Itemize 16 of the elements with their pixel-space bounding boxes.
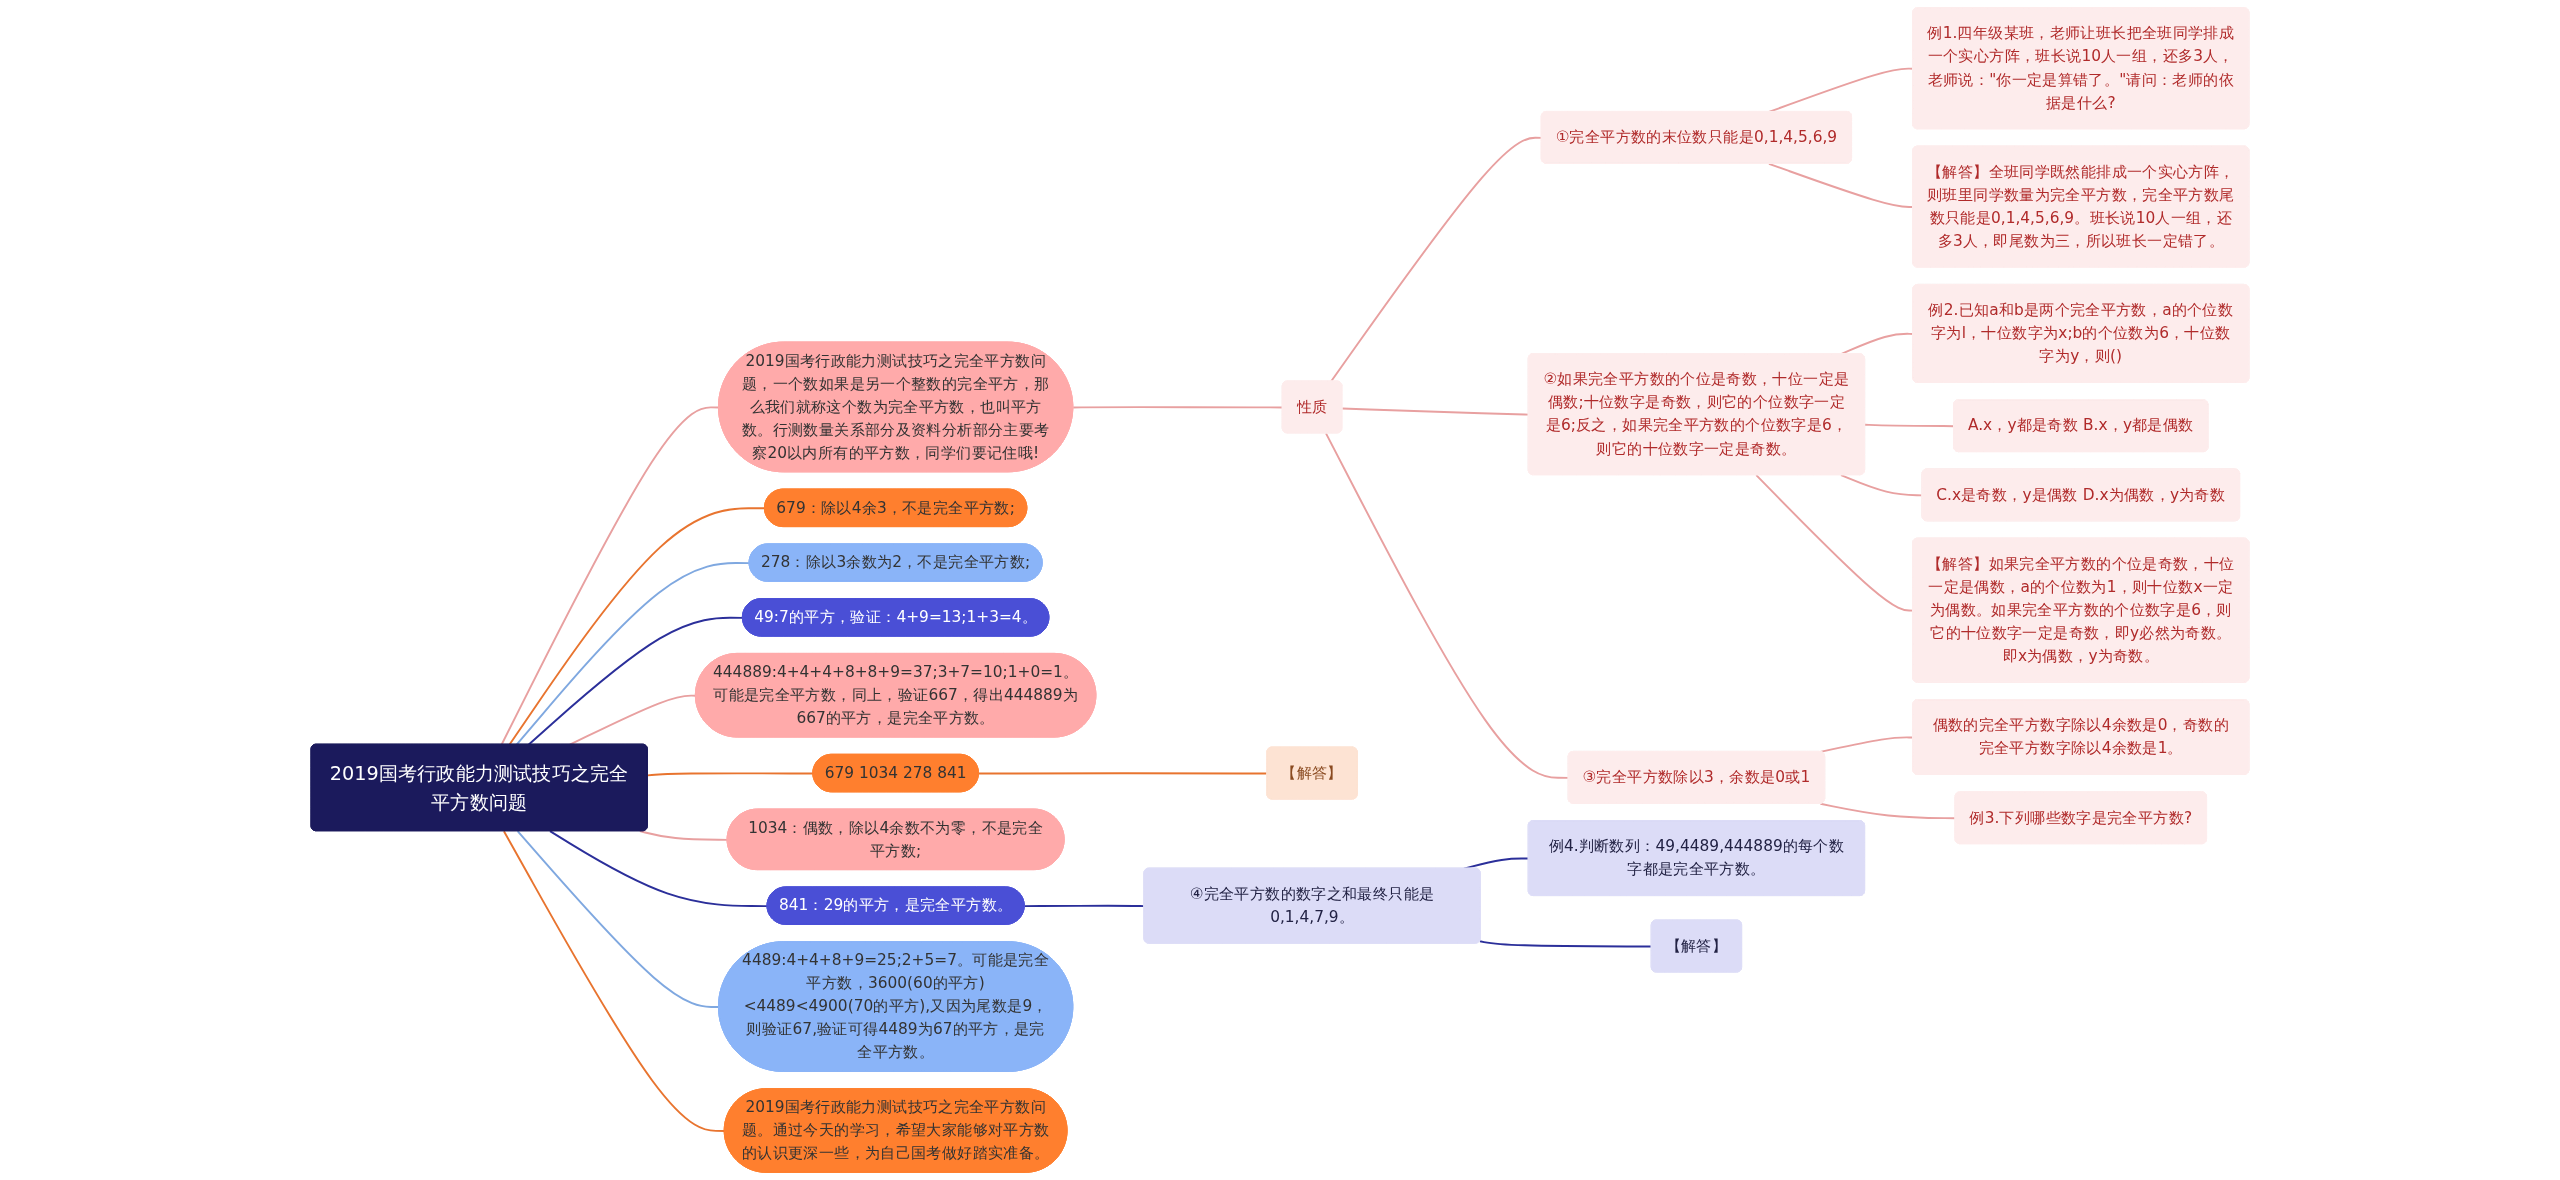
connector <box>515 562 751 746</box>
connector <box>516 830 720 1008</box>
connector <box>568 694 697 746</box>
connector <box>527 616 744 746</box>
connector <box>1479 940 1653 948</box>
connector <box>549 830 769 908</box>
connector <box>502 830 726 1132</box>
connector <box>500 406 720 746</box>
connector <box>1330 136 1543 383</box>
connector <box>508 507 766 746</box>
connector <box>1325 432 1570 779</box>
connector <box>1072 406 1284 409</box>
connector <box>1341 407 1530 416</box>
connector <box>1819 802 1957 820</box>
connector <box>1864 423 1955 428</box>
connector <box>638 830 729 841</box>
